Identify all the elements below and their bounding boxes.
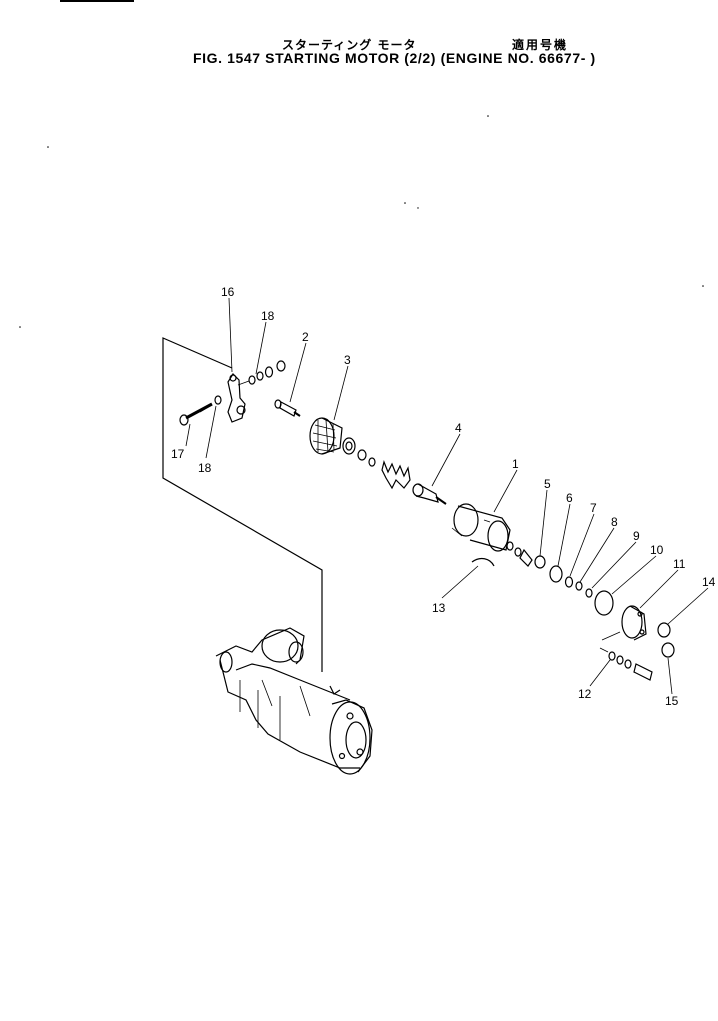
top-rule xyxy=(60,0,134,2)
part-3-pinion-gear xyxy=(309,417,343,455)
callout-2: 2 xyxy=(302,330,309,344)
callout-9: 9 xyxy=(633,529,640,543)
callout-12: 12 xyxy=(578,687,592,701)
callout-17: 17 xyxy=(171,447,185,461)
part-rings-right xyxy=(506,541,614,616)
callout-labels: 16 18 2 3 4 1 5 6 7 8 9 10 11 14 13 17 1… xyxy=(171,285,716,708)
part-18-washer-lower xyxy=(214,395,222,405)
part-12-bolt-set xyxy=(599,631,653,681)
scan-specks xyxy=(19,115,704,328)
spring xyxy=(381,460,411,490)
part-11-end-cover xyxy=(621,605,647,641)
part-16-lever xyxy=(227,373,246,423)
callout-7: 7 xyxy=(590,501,597,515)
callout-14: 14 xyxy=(702,575,716,589)
clutch-rings xyxy=(342,437,376,467)
callout-16: 16 xyxy=(221,285,235,299)
callout-4: 4 xyxy=(455,421,462,435)
part-18-washers-upper xyxy=(237,360,286,386)
callout-3: 3 xyxy=(344,353,351,367)
figure-title: FIG. 1547 STARTING MOTOR (2/2) (ENGINE N… xyxy=(193,50,596,66)
callout-18-upper: 18 xyxy=(261,309,275,323)
callout-18-lower: 18 xyxy=(198,461,212,475)
part-13-clip xyxy=(471,557,495,567)
callout-1: 1 xyxy=(512,457,519,471)
part-17-bolt xyxy=(179,402,213,426)
callout-5: 5 xyxy=(544,477,551,491)
starting-motor-assembly xyxy=(215,627,373,775)
callout-13: 13 xyxy=(432,601,446,615)
assembly-bracket-line xyxy=(162,337,323,672)
callout-15: 15 xyxy=(665,694,679,708)
callout-11: 11 xyxy=(673,557,686,571)
part-15-cap xyxy=(661,642,675,658)
part-4-shaft xyxy=(412,483,447,505)
callout-8: 8 xyxy=(611,515,618,529)
applicable-serial-japanese: 適用号機 xyxy=(512,38,569,52)
callout-10: 10 xyxy=(650,543,664,557)
leader-lines xyxy=(185,297,709,695)
part-14-cap xyxy=(657,622,671,638)
part-1-housing xyxy=(451,503,511,552)
part-2-pin xyxy=(274,399,301,417)
title-japanese: スターティング モータ xyxy=(282,38,417,52)
callout-6: 6 xyxy=(566,491,573,505)
